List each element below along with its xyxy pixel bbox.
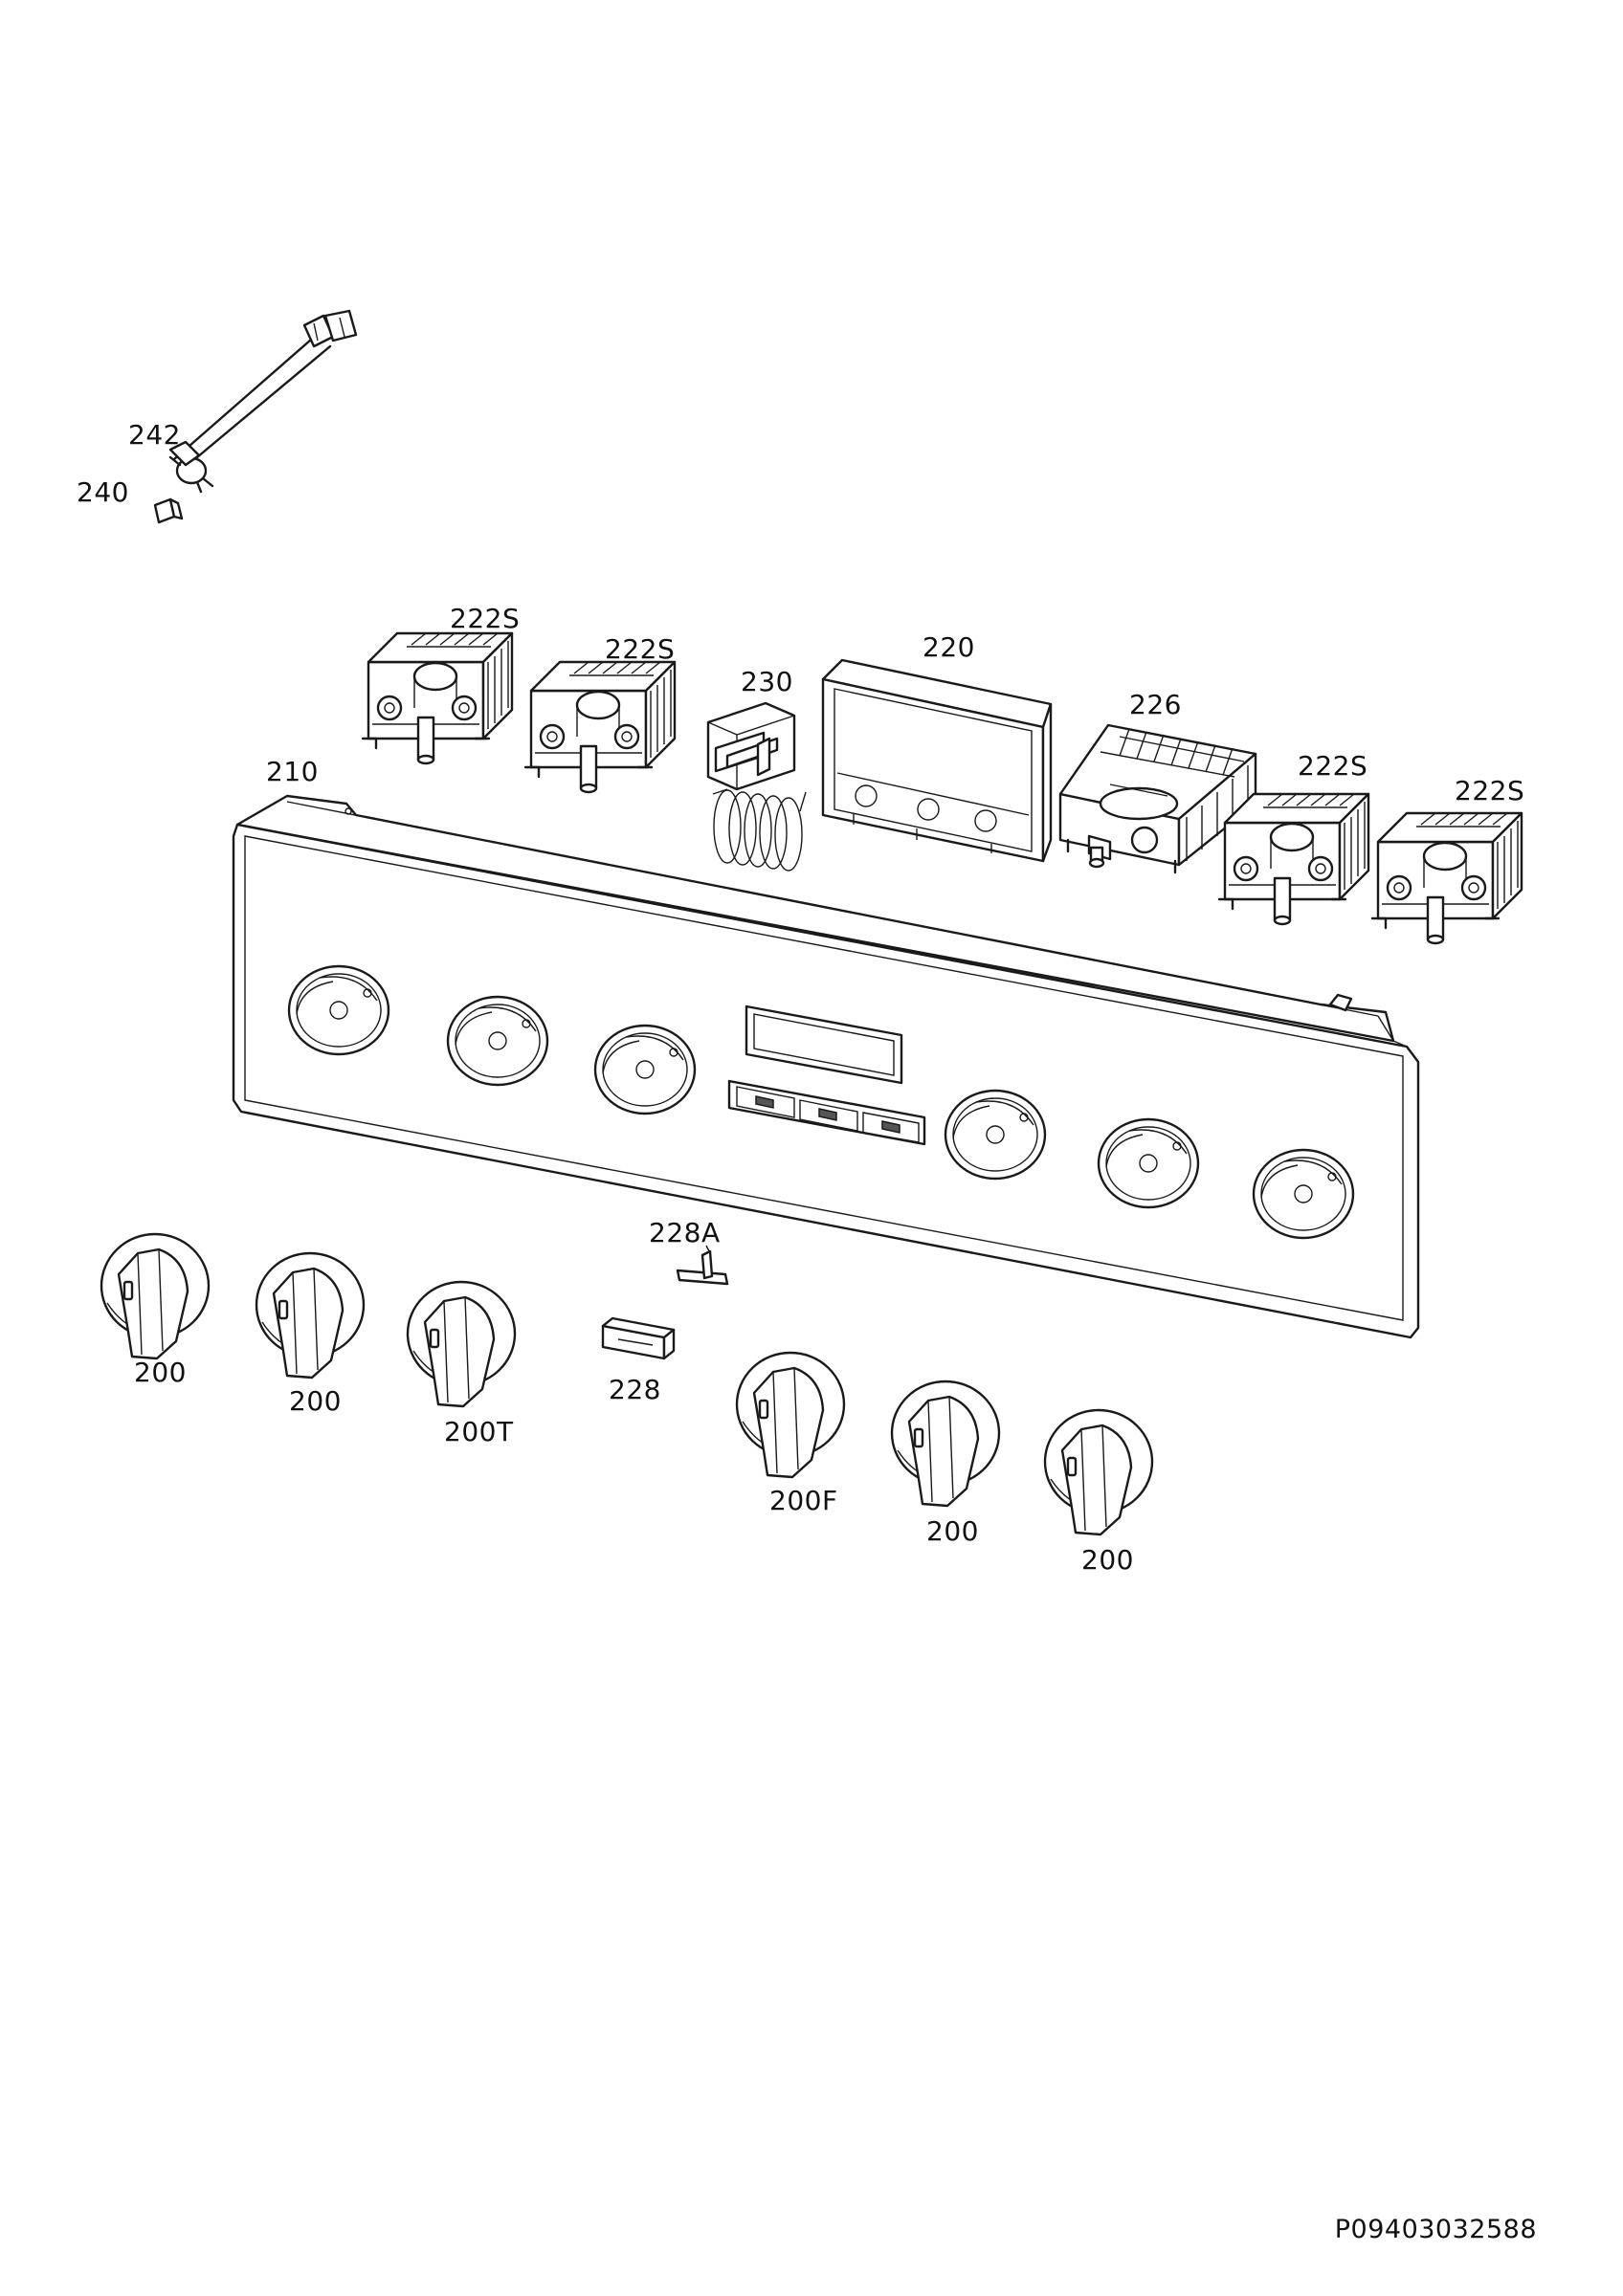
label-226: 226: [1129, 689, 1182, 720]
label-220: 220: [923, 631, 975, 663]
drawing-reference-number: P09403032588: [1334, 2215, 1537, 2244]
label-228: 228: [609, 1374, 661, 1405]
switch-222s-1: [361, 631, 514, 765]
knob-200t: [406, 1280, 517, 1408]
label-240: 240: [77, 476, 129, 508]
button-pin-228a: [676, 1245, 729, 1286]
knob-200-4: [1043, 1408, 1154, 1536]
label-200f: 200F: [769, 1485, 838, 1516]
label-200-4: 200: [1081, 1544, 1134, 1576]
label-230: 230: [741, 666, 793, 697]
label-222s-2: 222S: [605, 633, 676, 665]
knob-200-3: [890, 1380, 1001, 1508]
label-222s-4: 222S: [1455, 775, 1525, 806]
knob-200f: [735, 1351, 846, 1479]
button-cap-228: [601, 1316, 676, 1360]
switch-222s-2: [523, 660, 677, 794]
sensor-wire-242: [168, 309, 358, 494]
label-200-2: 200: [289, 1385, 342, 1417]
thermostat-230: [706, 701, 807, 872]
knob-200-2: [255, 1251, 366, 1380]
label-222s-3: 222S: [1298, 750, 1368, 782]
label-222s-1: 222S: [450, 603, 521, 634]
label-228a: 228A: [649, 1217, 721, 1248]
selector-switch-226: [1058, 723, 1257, 874]
timer-module-220: [821, 658, 1053, 863]
label-200-1: 200: [134, 1357, 187, 1388]
label-242: 242: [128, 419, 181, 451]
clip-240: [153, 497, 184, 524]
control-panel-210: [232, 794, 1420, 1339]
label-210: 210: [266, 756, 319, 787]
switch-222s-3: [1217, 792, 1370, 926]
label-200-3: 200: [926, 1515, 979, 1547]
label-200t: 200T: [444, 1416, 514, 1447]
switch-222s-4: [1370, 811, 1523, 945]
knob-200-1: [100, 1232, 211, 1360]
